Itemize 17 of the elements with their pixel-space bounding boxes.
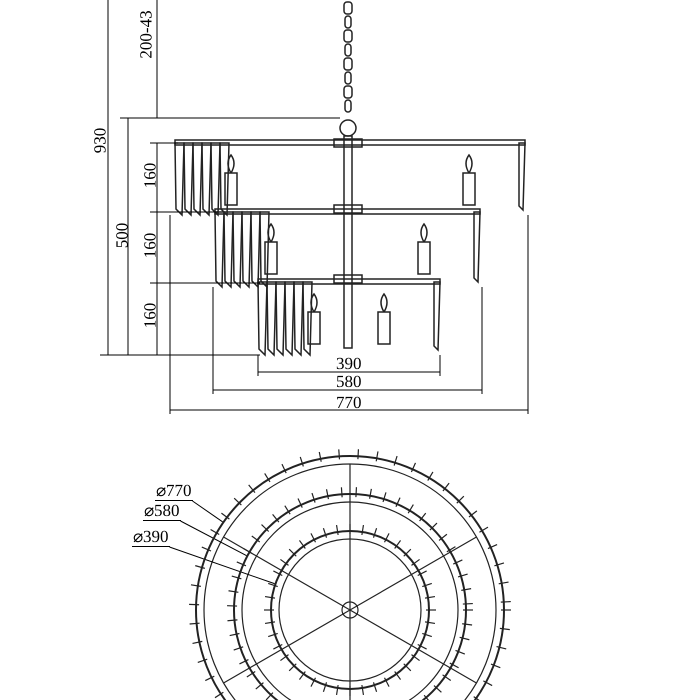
ring xyxy=(233,493,467,700)
leader-line xyxy=(180,520,247,556)
dimension-label: 160 xyxy=(141,302,158,328)
dimension-label: 500 xyxy=(113,222,130,248)
diameter-label: ⌀580 xyxy=(143,502,180,521)
leader-line xyxy=(192,500,224,522)
dimension-label: 390 xyxy=(336,354,362,372)
dimension-label: 580 xyxy=(336,372,362,390)
dimension-label: 930 xyxy=(91,127,108,153)
dimension-label: 160 xyxy=(141,232,158,258)
dimension-label: 200-43 xyxy=(138,10,155,58)
leader-line xyxy=(169,546,275,584)
diameter-label: ⌀390 xyxy=(132,528,170,547)
dimension-label: 770 xyxy=(336,394,362,410)
ring xyxy=(270,530,430,690)
dimension-label: 160 xyxy=(141,162,158,188)
diameter-label: ⌀770 xyxy=(155,482,192,501)
